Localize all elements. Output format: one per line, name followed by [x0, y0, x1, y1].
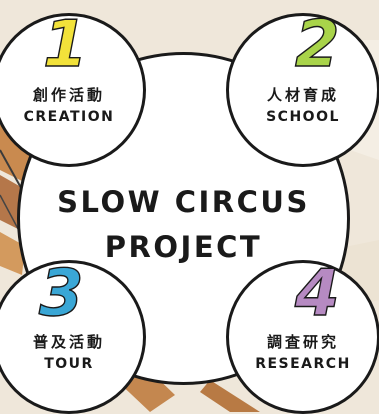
- svg-text:4: 4: [294, 259, 340, 323]
- number-2-icon: 2: [294, 10, 340, 74]
- research-circle[interactable]: 4 調査研究 RESEARCH: [226, 259, 379, 414]
- creation-circle[interactable]: 1 創作活動 CREATION: [0, 10, 146, 167]
- research-label-jp: 調査研究: [266, 333, 339, 351]
- creation-label-en: CREATION: [23, 109, 115, 125]
- number-4-icon: 4: [293, 259, 340, 323]
- svg-text:1: 1: [43, 10, 88, 74]
- tour-label-jp: 普及活動: [32, 333, 105, 351]
- number-3-icon: 3: [38, 259, 84, 323]
- school-label-en: SCHOOL: [266, 109, 340, 125]
- creation-label-jp: 創作活動: [32, 86, 105, 104]
- tour-label-en: TOUR: [44, 356, 94, 372]
- school-label-jp: 人材育成: [266, 86, 339, 104]
- research-label-en: RESEARCH: [255, 356, 351, 372]
- tour-circle[interactable]: 3 普及活動 TOUR: [0, 259, 146, 414]
- svg-text:2: 2: [295, 10, 340, 74]
- central-title-line2: PROJECT: [104, 230, 263, 264]
- central-title: SLOW CIRCUS PROJECT: [20, 180, 347, 270]
- school-circle[interactable]: 2 人材育成 SCHOOL: [226, 10, 379, 167]
- number-1-icon: 1: [42, 10, 88, 74]
- central-title-line1: SLOW CIRCUS: [57, 185, 310, 219]
- svg-text:3: 3: [39, 259, 84, 323]
